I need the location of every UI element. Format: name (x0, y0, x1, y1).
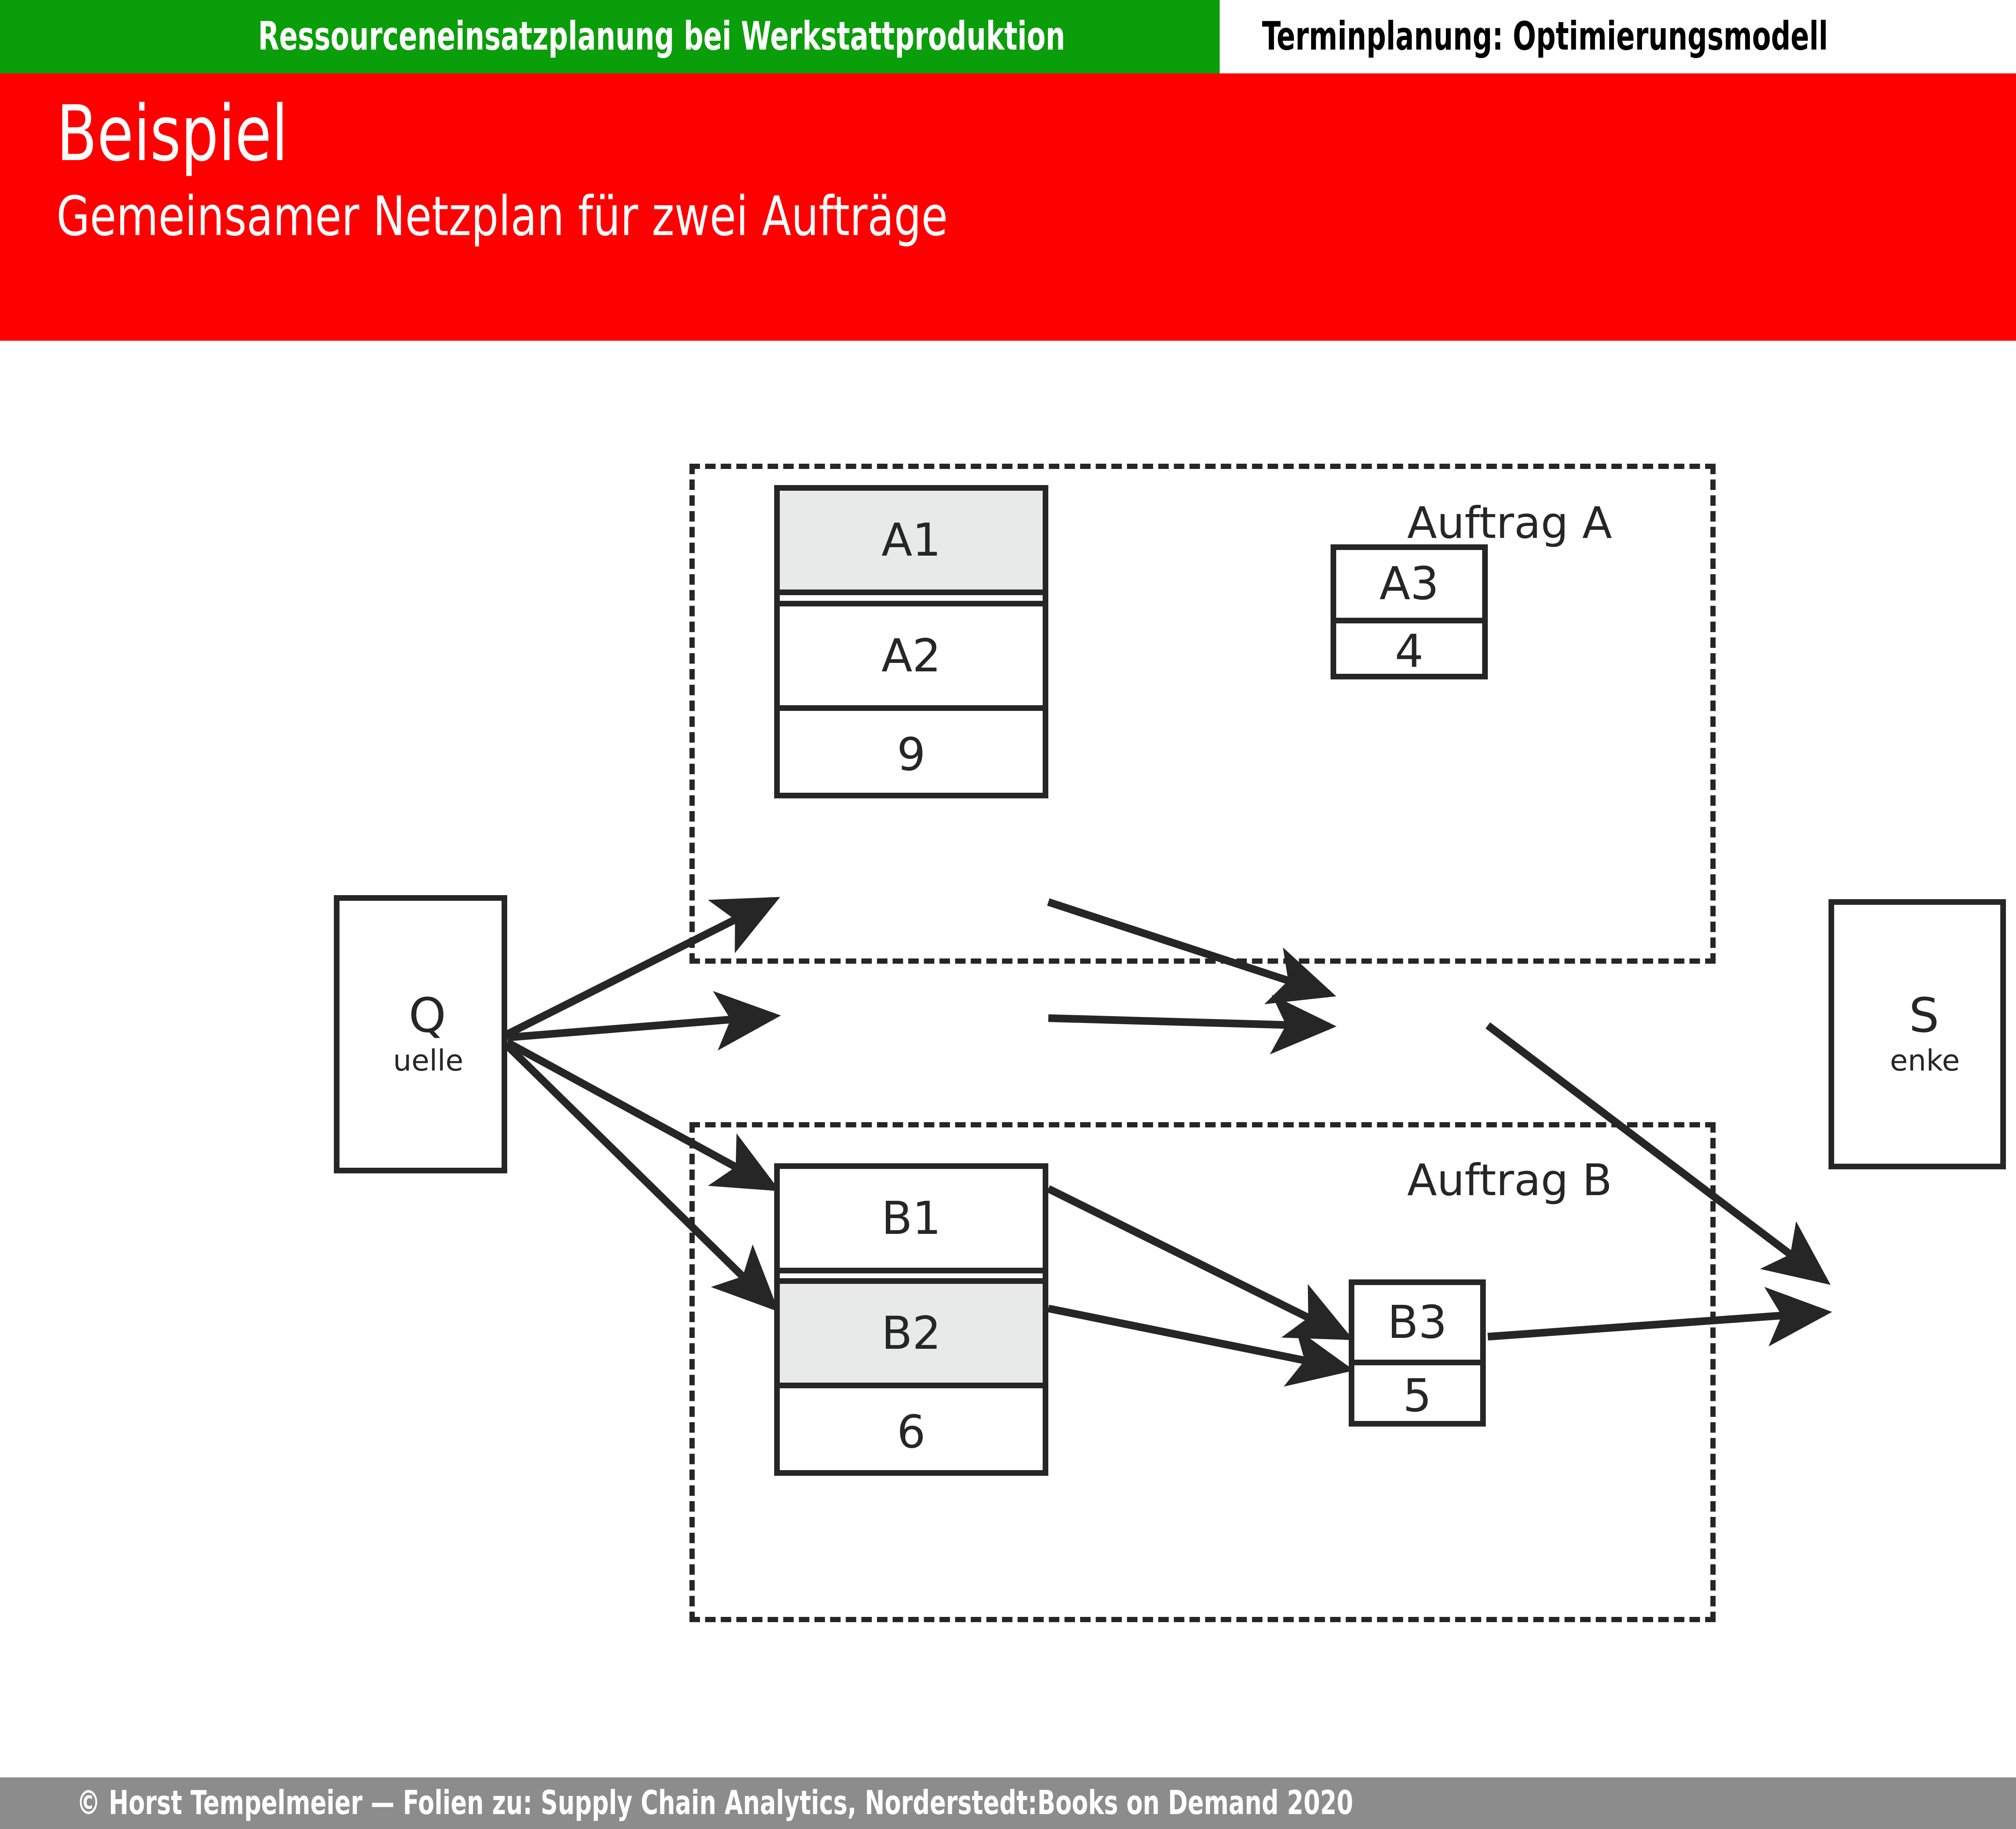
edge-a2-a3 (1048, 994, 1337, 1054)
group-box-auftrag-b (689, 1122, 1716, 1622)
node-sink-letter: S (1909, 987, 1939, 1043)
footer-credit: © Horst Tempelmeier — Folien zu: Supply … (77, 1784, 1354, 1822)
edge-a3-s (1485, 1022, 1831, 1285)
node-a3[interactable]: A3 4 (1331, 544, 1488, 679)
node-source-letter: Q (408, 987, 446, 1043)
edge-q-a2 (507, 991, 781, 1051)
node-b2-label: B2 (780, 1284, 1043, 1383)
page-subtitle: Gemeinsamer Netzplan für zwei Aufträge (56, 185, 948, 248)
node-sink-s[interactable]: S enke (1829, 899, 2006, 1169)
group-label-auftrag-b: Auftrag B (1407, 1155, 1612, 1206)
node-b1-label: B1 (881, 1192, 941, 1245)
node-b3-duration: 5 (1354, 1360, 1480, 1427)
network-diagram: Auftrag A Auftrag B A1 3 A2 9 A3 4 B1 7 … (0, 341, 2016, 1768)
node-b3[interactable]: B3 5 (1349, 1279, 1486, 1427)
page-title: Beispiel (56, 89, 288, 178)
node-a2-label: A2 (881, 629, 941, 682)
edge-q-a1 (505, 897, 780, 1038)
node-b2-duration: 6 (780, 1383, 1043, 1476)
group-label-auftrag-a: Auftrag A (1407, 498, 1612, 548)
node-sink-suffix: enke (1890, 1044, 1960, 1077)
header-green-band (0, 0, 1220, 73)
node-b3-label: B3 (1387, 1296, 1447, 1349)
node-b2[interactable]: B2 6 (774, 1278, 1048, 1476)
node-source-suffix: uelle (393, 1044, 464, 1077)
header-bar: Ressourceneinsatzplanung bei Werkstattpr… (0, 0, 2016, 73)
edge-b1-b3 (1046, 1185, 1354, 1340)
edge-a1-a3 (1047, 898, 1337, 1004)
node-source-q[interactable]: Q uelle (334, 895, 507, 1173)
group-box-auftrag-a (689, 464, 1716, 964)
edge-layer (504, 897, 1832, 1387)
edge-b2-b3 (1048, 1304, 1354, 1387)
edge-q-b1 (505, 1039, 780, 1192)
edge-q-b2 (504, 1043, 779, 1312)
node-a1-label: A1 (780, 491, 1043, 590)
header-section-title: Terminplanung: Optimierungsmodell (1262, 13, 1828, 59)
footer-bar: © Horst Tempelmeier — Folien zu: Supply … (0, 1777, 2016, 1829)
header-course-title: Ressourceneinsatzplanung bei Werkstattpr… (258, 13, 1065, 59)
node-a2[interactable]: A2 9 (774, 601, 1048, 798)
node-a2-duration: 9 (780, 705, 1043, 798)
node-a3-label: A3 (1379, 558, 1439, 610)
edge-b3-s (1487, 1287, 1832, 1347)
node-a3-duration: 4 (1336, 618, 1482, 679)
slide-title-block: Beispiel Gemeinsamer Netzplan für zwei A… (0, 73, 2016, 341)
